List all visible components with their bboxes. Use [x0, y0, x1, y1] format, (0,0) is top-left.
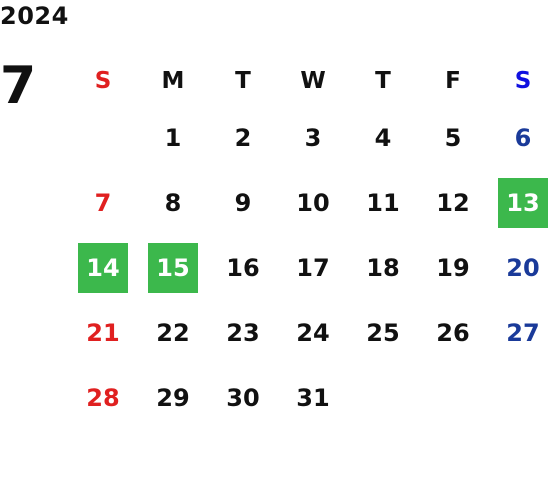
day-cell: 25: [348, 300, 418, 365]
day-number: 6: [514, 123, 532, 152]
day-cell: 20: [488, 235, 548, 300]
day-number: 1: [164, 123, 182, 152]
week-row: 28 29 30 31: [68, 365, 548, 430]
week-row: 1 2 3 4 5 6: [68, 105, 548, 170]
day-cell: 5: [418, 105, 488, 170]
week-row: 14 15 16 17 18 19 20: [68, 235, 548, 300]
day-number: 24: [296, 318, 330, 347]
day-number: 18: [366, 253, 400, 282]
day-number: 5: [444, 123, 462, 152]
day-number: 25: [366, 318, 400, 347]
day-cell: 21: [68, 300, 138, 365]
day-cell: 10: [278, 170, 348, 235]
day-number: 12: [436, 188, 470, 217]
day-number: 9: [234, 188, 252, 217]
day-number: 3: [304, 123, 322, 152]
weekday-tuesday: T: [235, 68, 251, 94]
day-cell: 4: [348, 105, 418, 170]
day-cell: 1: [138, 105, 208, 170]
day-number: 20: [506, 253, 540, 282]
day-number: 31: [296, 383, 330, 412]
day-number: 10: [296, 188, 330, 217]
day-cell: 28: [68, 365, 138, 430]
week-row: 7 8 9 10 11 12 13: [68, 170, 548, 235]
day-number: 8: [164, 188, 182, 217]
day-cell: 27: [488, 300, 548, 365]
empty-day: [428, 373, 478, 423]
day-cell: 18: [348, 235, 418, 300]
day-cell: [348, 365, 418, 430]
month-label: 7: [0, 56, 37, 116]
day-cell: 12: [418, 170, 488, 235]
day-number: 16: [226, 253, 260, 282]
day-cell: 23: [208, 300, 278, 365]
day-cell: 13: [488, 170, 548, 235]
day-cell: 15: [138, 235, 208, 300]
day-number: 26: [436, 318, 470, 347]
day-cell: 30: [208, 365, 278, 430]
weekday-thursday: T: [375, 68, 391, 94]
day-cell: [418, 365, 488, 430]
day-cell: 26: [418, 300, 488, 365]
day-cell: 6: [488, 105, 548, 170]
day-number: 21: [86, 318, 120, 347]
highlighted-day: 14: [78, 242, 128, 293]
day-number: 30: [226, 383, 260, 412]
day-cell: 16: [208, 235, 278, 300]
day-cell: [488, 365, 548, 430]
day-number: 4: [374, 123, 392, 152]
day-number: 23: [226, 318, 260, 347]
day-cell: 2: [208, 105, 278, 170]
day-number: 19: [436, 253, 470, 282]
day-cell: 19: [418, 235, 488, 300]
week-row: 21 22 23 24 25 26 27: [68, 300, 548, 365]
year-label: 2024: [0, 2, 69, 30]
empty-day: [358, 373, 408, 423]
highlighted-day: 13: [498, 177, 548, 228]
weekday-saturday: S: [514, 68, 532, 94]
empty-day: [78, 113, 128, 163]
weekday-monday: M: [161, 68, 185, 94]
day-number: 17: [296, 253, 330, 282]
day-number: 11: [366, 188, 400, 217]
day-cell: 11: [348, 170, 418, 235]
day-number: 7: [94, 188, 112, 217]
day-cell: 22: [138, 300, 208, 365]
weekday-friday: F: [445, 68, 461, 94]
day-cell: 3: [278, 105, 348, 170]
weekday-sunday: S: [94, 68, 112, 94]
day-cell: 14: [68, 235, 138, 300]
day-cell: 31: [278, 365, 348, 430]
day-cell: 9: [208, 170, 278, 235]
day-number: 2: [234, 123, 252, 152]
day-cell: 29: [138, 365, 208, 430]
day-cell: 7: [68, 170, 138, 235]
day-number: 28: [86, 383, 120, 412]
weekday-wednesday: W: [300, 68, 326, 94]
day-cell: 17: [278, 235, 348, 300]
day-number: 29: [156, 383, 190, 412]
weekday-header-row: S M T W T F S: [68, 57, 548, 105]
day-cell: 8: [138, 170, 208, 235]
day-number: 22: [156, 318, 190, 347]
day-number: 27: [506, 318, 540, 347]
empty-day: [498, 373, 548, 423]
day-cell: 24: [278, 300, 348, 365]
day-cell: [68, 105, 138, 170]
highlighted-day: 15: [148, 242, 198, 293]
